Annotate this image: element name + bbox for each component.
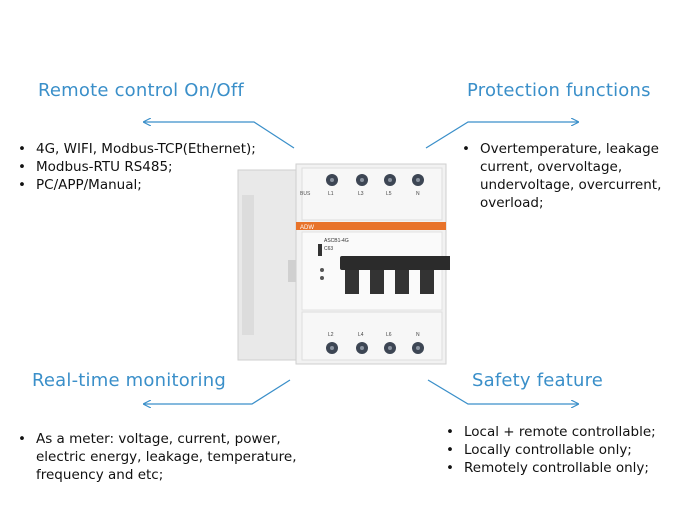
list-item: Remotely controllable only; [444, 459, 694, 477]
arrow-protection [425, 122, 578, 149]
list-item: PC/APP/Manual; [16, 176, 286, 194]
circuit-breaker-image: ADW ASCB1-4G C63 BUS L1 L3 L5 N L2 L4 L6 [237, 163, 450, 365]
list-item: Locally controllable only; [444, 441, 694, 459]
realtime-monitoring-list: As a meter: voltage, current, power, ele… [16, 430, 316, 484]
list-item: Overtemperature, leakage current, overvo… [460, 140, 675, 212]
svg-text:L2: L2 [328, 332, 334, 338]
bottom-terminal: N [412, 332, 424, 354]
list-item: Local + remote controllable; [444, 423, 694, 441]
svg-text:L5: L5 [386, 191, 392, 197]
protection-functions-list: Overtemperature, leakage current, overvo… [460, 140, 675, 212]
svg-text:L3: L3 [358, 191, 364, 197]
svg-text:N: N [416, 332, 420, 338]
realtime-monitoring-heading: Real-time monitoring [32, 370, 226, 391]
bus-label: BUS [300, 191, 311, 197]
top-terminal: L5 [384, 174, 396, 197]
protection-functions-heading: Protection functions [467, 80, 651, 101]
accent-band [296, 222, 446, 230]
svg-text:L4: L4 [358, 332, 364, 338]
model-label: ASCB1-4G [324, 238, 349, 244]
list-item: As a meter: voltage, current, power, ele… [16, 430, 316, 484]
arrow-safety [427, 379, 578, 404]
top-terminal: L3 [356, 174, 368, 197]
safety-feature-list: Local + remote controllable; Locally con… [444, 423, 694, 477]
list-item: Modbus-RTU RS485; [16, 158, 286, 176]
rating-label: C63 [324, 246, 333, 252]
remote-control-list: 4G, WIFI, Modbus-TCP(Ethernet); Modbus-R… [16, 140, 286, 194]
arrow-monitoring [144, 379, 291, 404]
svg-text:L1: L1 [328, 191, 334, 197]
safety-feature-heading: Safety feature [472, 370, 604, 391]
top-terminal: L1 [326, 174, 338, 197]
bottom-terminal: L2 [326, 332, 338, 354]
handle-bar [340, 256, 450, 270]
bottom-terminal: L6 [384, 332, 396, 354]
remote-control-heading: Remote control On/Off [38, 80, 244, 101]
brand-label: ADW [300, 225, 314, 231]
svg-text:L6: L6 [386, 332, 392, 338]
top-terminal: N [412, 174, 424, 197]
svg-text:N: N [416, 191, 420, 197]
bottom-terminal: L4 [356, 332, 368, 354]
list-item: 4G, WIFI, Modbus-TCP(Ethernet); [16, 140, 286, 158]
